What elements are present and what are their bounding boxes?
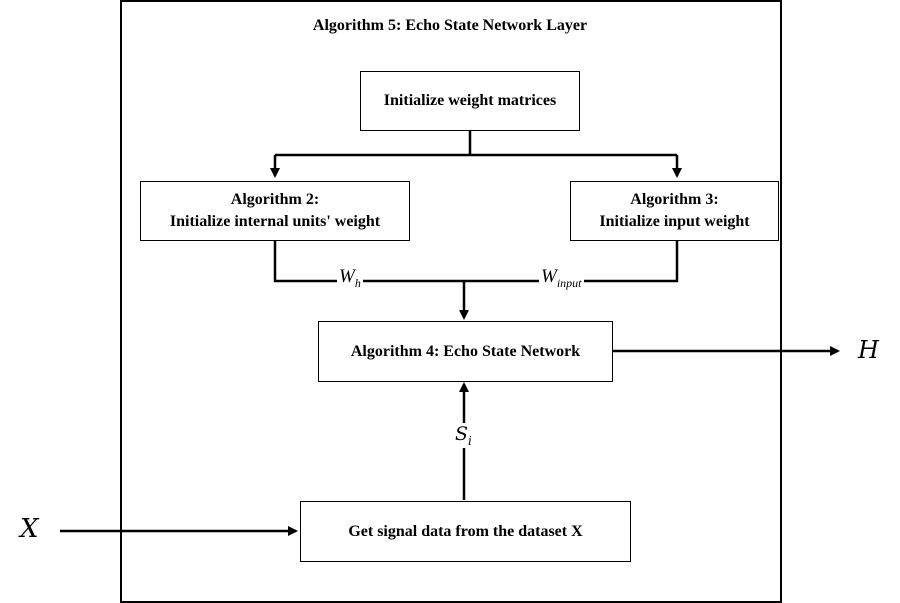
init-weights-box: Initialize weight matrices (360, 71, 580, 131)
algorithm-3-title: Algorithm 3: (630, 191, 719, 208)
input-x-symbol: X (20, 514, 39, 544)
split-connector (275, 130, 677, 157)
merge-connector (273, 240, 679, 283)
algorithm-4-label: Algorithm 4: Echo State Network (350, 342, 581, 360)
algorithm-3-box: Algorithm 3: Initialize input weight (570, 181, 779, 241)
w-input-label: Winput (539, 266, 584, 291)
init-weights-label: Initialize weight matrices (383, 92, 557, 109)
algorithm-4-box: Algorithm 4: Echo State Network (318, 321, 613, 382)
get-signal-label: Get signal data from the dataset X (348, 522, 583, 540)
algorithm-2-title: Algorithm 2: (230, 191, 320, 208)
algorithm-3-description: Initialize input weight (599, 213, 750, 230)
algorithm-2-description: Initialize internal units' weight (169, 213, 381, 230)
w-h-label: Wh (337, 266, 363, 291)
algorithm-frame (120, 0, 782, 603)
output-h-symbol: H (858, 336, 879, 364)
s-i-label: Si (453, 423, 474, 448)
diagram-title: Algorithm 5: Echo State Network Layer (312, 17, 588, 34)
get-signal-box: Get signal data from the dataset X (300, 501, 631, 562)
algorithm-2-box: Algorithm 2: Initialize internal units' … (140, 181, 410, 241)
